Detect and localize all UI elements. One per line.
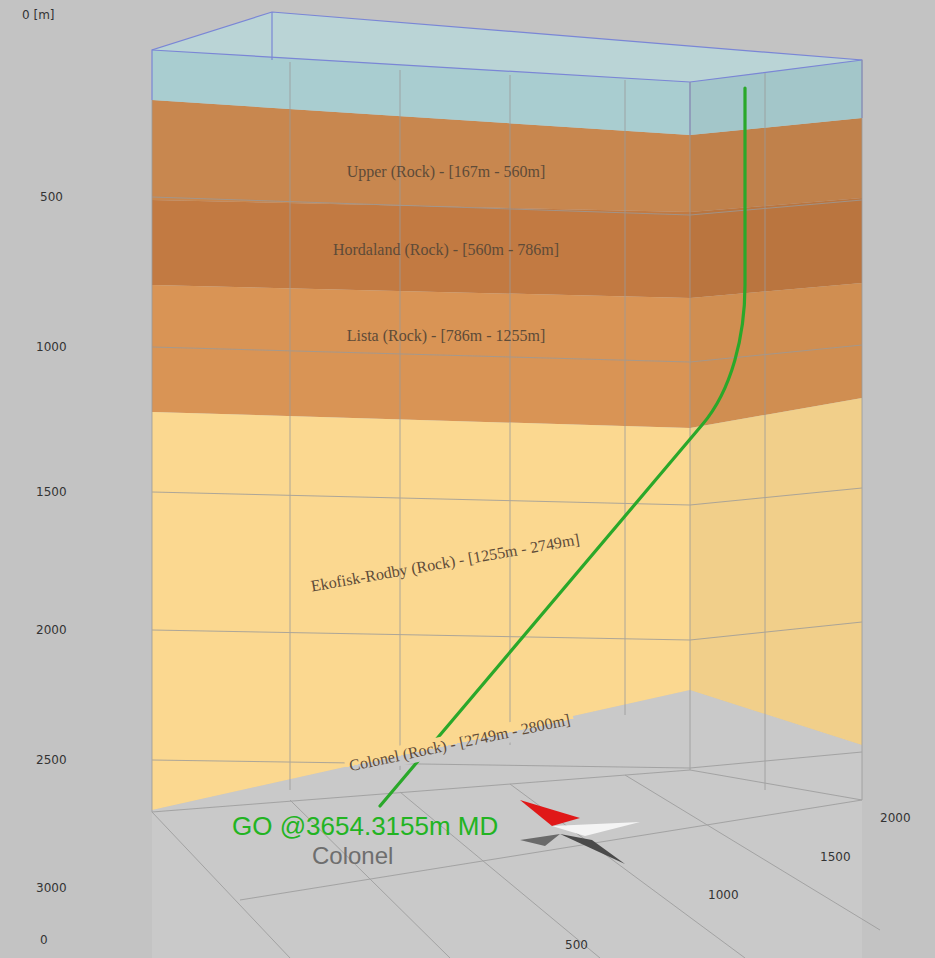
layer-label: Lista (Rock) - [786m - 1255m]: [343, 326, 550, 346]
axis-tick: 3000: [36, 881, 67, 895]
grid-lines: [152, 60, 880, 958]
axis-tick: 500: [40, 190, 63, 204]
orientation-compass: [520, 800, 640, 864]
axis-tick: 0: [40, 933, 48, 947]
well-trajectory: [380, 88, 745, 806]
water-outline: [152, 12, 862, 135]
axis-tick: 2000: [36, 623, 67, 637]
well-marker-label: GO @3654.3155m MD: [232, 811, 498, 842]
side-shade: [690, 118, 862, 745]
rock-layer-band: Lista (Rock) - [786m - 1255m]: [343, 326, 550, 346]
rock-layer-band: Upper (Rock) - [167m - 560m]: [343, 162, 550, 182]
axis-tick: 500: [565, 938, 588, 952]
layer-label: Upper (Rock) - [167m - 560m]: [343, 162, 550, 182]
axis-tick: 1000: [708, 888, 739, 902]
layer-label: Hordaland (Rock) - [560m - 786m]: [329, 240, 563, 260]
axis-tick: 2500: [36, 753, 67, 767]
axis-tick: 2000: [880, 811, 911, 825]
axis-tick: 1500: [36, 485, 67, 499]
rock-layer-band: Hordaland (Rock) - [560m - 786m]: [329, 240, 563, 260]
axis-tick: 1000: [36, 340, 67, 354]
axis-tick: 0 [m]: [22, 8, 55, 22]
axis-tick: 1500: [820, 850, 851, 864]
water-front: [152, 50, 690, 135]
formation-label: Colonel: [312, 842, 393, 870]
